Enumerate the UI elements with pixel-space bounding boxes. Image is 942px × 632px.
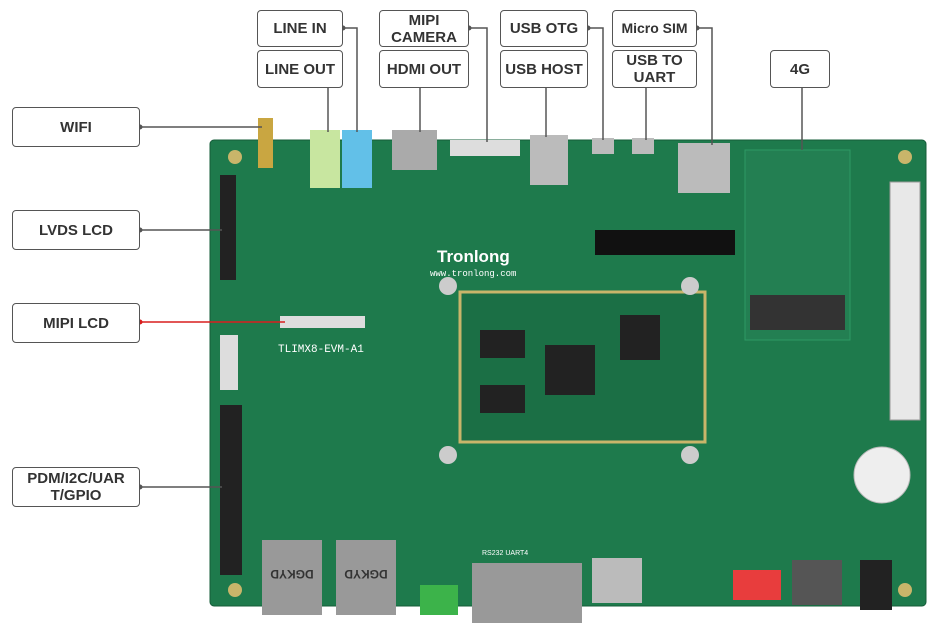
label-mipi-lcd: MIPI LCD bbox=[12, 303, 140, 343]
serial-label: RS232 UART4 bbox=[482, 550, 528, 557]
right-header bbox=[889, 181, 921, 421]
line-out-jack bbox=[310, 130, 340, 188]
dc-jack bbox=[860, 560, 892, 610]
gpio-header bbox=[220, 405, 242, 575]
pcie-slot bbox=[595, 230, 735, 255]
board-brand: Tronlong bbox=[437, 247, 510, 266]
rj45-port-2 bbox=[336, 540, 396, 615]
board-url: www.tronlong.com bbox=[430, 269, 516, 279]
line-in-jack bbox=[342, 130, 372, 188]
usb-uart-port bbox=[632, 138, 654, 154]
power-switch bbox=[792, 560, 842, 605]
label-hdmi-out: HDMI OUT bbox=[379, 50, 469, 88]
micro-sd-slot bbox=[592, 558, 642, 603]
label-usb-host: USB HOST bbox=[500, 50, 588, 88]
label-line-out: LINE OUT bbox=[257, 50, 343, 88]
lvds-header bbox=[220, 175, 236, 280]
label-4g: 4G bbox=[770, 50, 830, 88]
rj45-brand-2: DGKYD bbox=[344, 567, 388, 581]
dip-switch bbox=[733, 570, 781, 600]
green-terminal bbox=[420, 585, 458, 615]
mipi-lcd-connector bbox=[280, 316, 365, 328]
label-pdm-i2c-uart-gpio: PDM/I2C/UART/GPIO bbox=[12, 467, 140, 507]
label-usb-otg: USB OTG bbox=[500, 10, 588, 47]
rj45-port-1 bbox=[262, 540, 322, 615]
rtc-battery bbox=[853, 446, 911, 504]
hdmi-port bbox=[392, 130, 437, 170]
db9-serial-port bbox=[472, 563, 582, 623]
rj45-brand-1: DGKYD bbox=[270, 567, 314, 581]
label-usb-to-uart: USB TO UART bbox=[612, 50, 697, 88]
micro-sim-slot bbox=[678, 143, 730, 193]
usb-host-port bbox=[530, 135, 568, 185]
label-lvds-lcd: LVDS LCD bbox=[12, 210, 140, 250]
label-mipi-camera: MIPI CAMERA bbox=[379, 10, 469, 47]
board-model: TLIMX8-EVM-A1 bbox=[278, 344, 364, 356]
mipi-camera-connector bbox=[450, 140, 520, 156]
label-line-in: LINE IN bbox=[257, 10, 343, 47]
label-micro-sim: Micro SIM bbox=[612, 10, 697, 47]
wifi-antenna bbox=[258, 118, 273, 168]
label-wifi: WIFI bbox=[12, 107, 140, 147]
usb-otg-port bbox=[592, 138, 614, 154]
